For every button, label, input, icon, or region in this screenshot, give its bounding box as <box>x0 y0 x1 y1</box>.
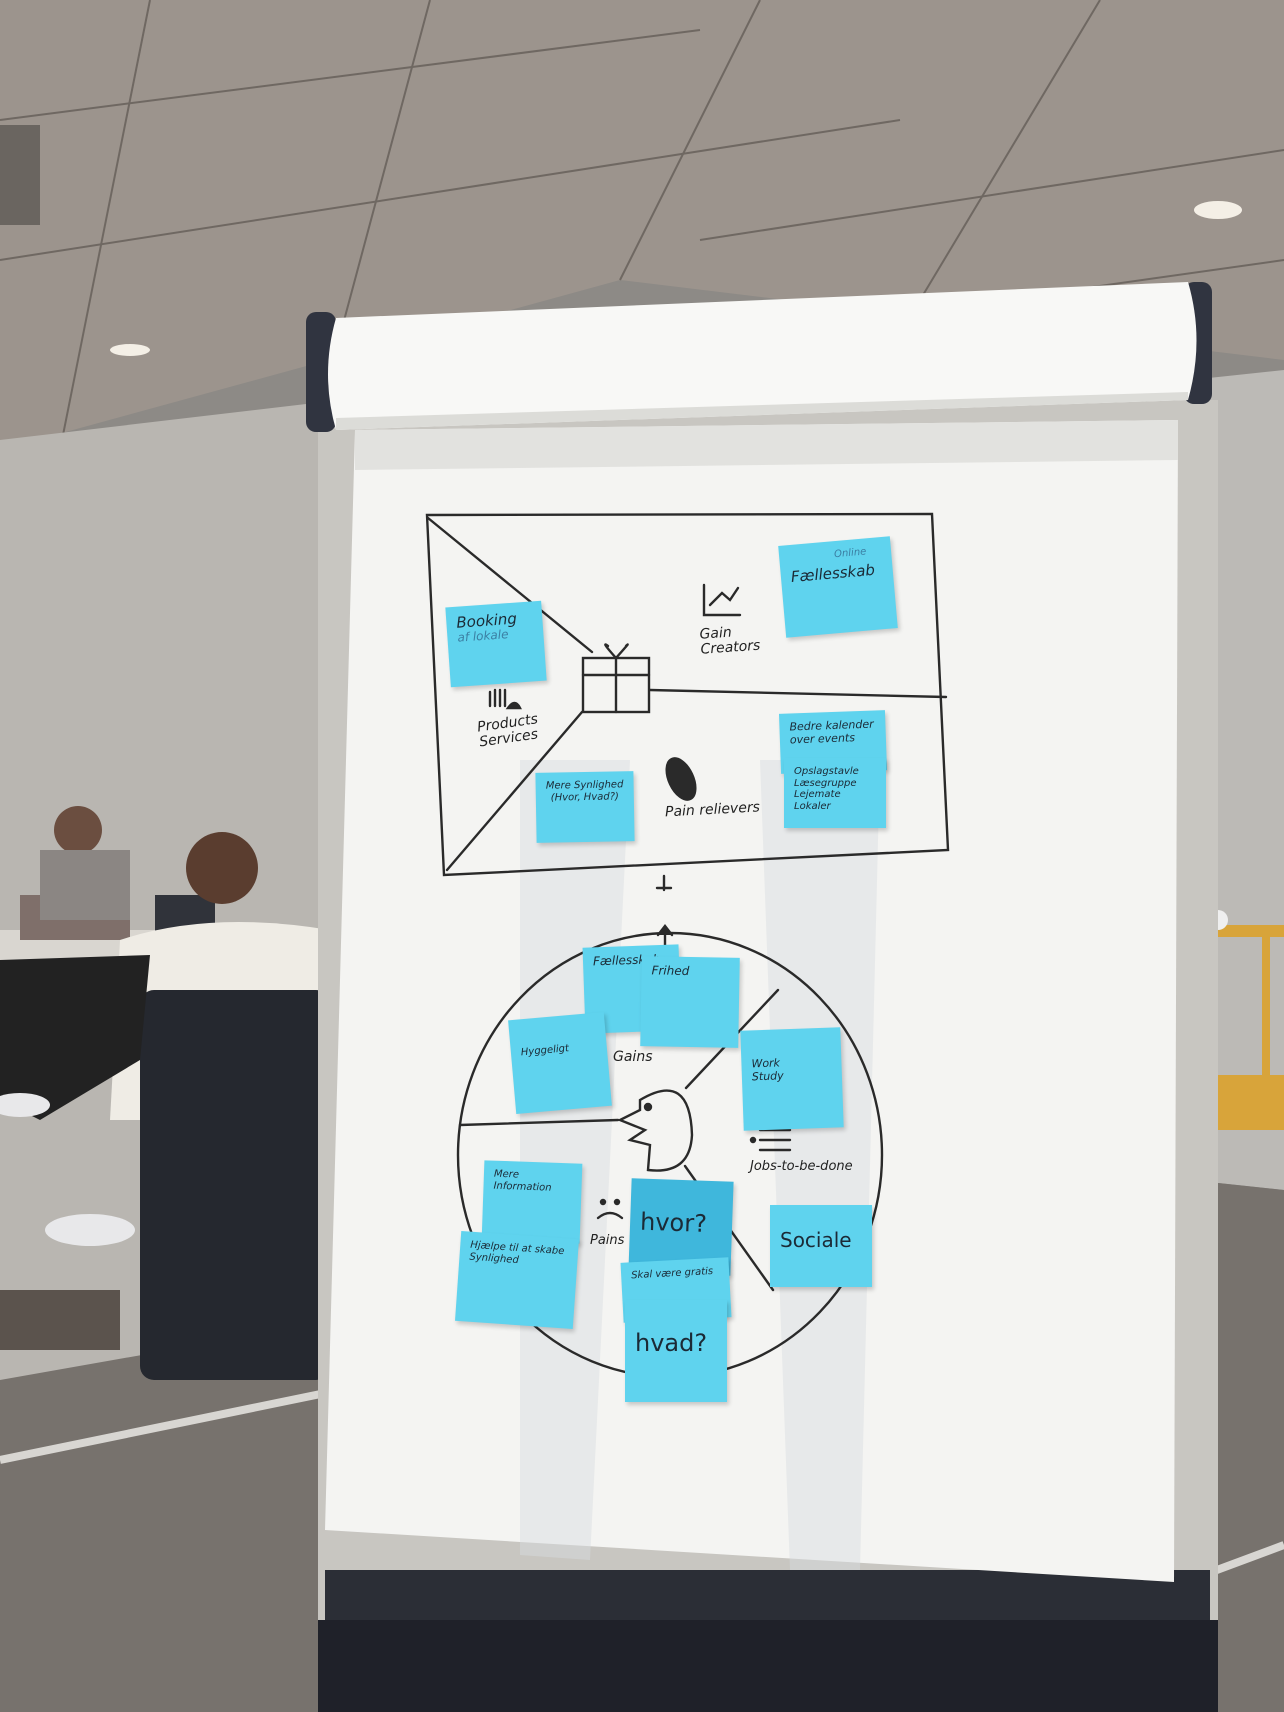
note-frihed-text: Frihed <box>651 963 690 978</box>
sticky-note-fallesskab: Online Fællesskab <box>778 536 898 638</box>
label-gain-creators: Gain Creators <box>699 624 761 658</box>
note-sociale-text: Sociale <box>780 1228 852 1252</box>
diagonal-bottom <box>445 710 584 872</box>
sticky-note-hjaelpe: Hjælpe til at skabe Synlighed <box>455 1230 579 1330</box>
label-jobs-to-be-done: Jobs-to-be-done <box>750 1159 853 1174</box>
note-opslagstavle-text: Opslagstavle Læsegruppe Lejemate Lokaler <box>794 766 859 812</box>
note-mere-info-text: Mere Information <box>493 1168 552 1194</box>
note-mere-synlighed-text: Mere Synlighed (Hvor, Hvad?) <box>545 779 624 804</box>
label-gains: Gains <box>613 1049 653 1065</box>
note-booking-sub: af lokale <box>456 627 509 645</box>
note-hygge-text: Hyggeligt <box>520 1043 570 1059</box>
horizontal-right <box>648 688 948 699</box>
note-bedre-kalender-text: Bedre kalender over events <box>789 717 874 747</box>
note-hjaelpe-text: Hjælpe til at skabe Synlighed <box>469 1239 565 1266</box>
pill-icon <box>665 757 697 801</box>
sticky-note-sociale: Sociale <box>770 1205 872 1287</box>
jobs-icon <box>758 1128 792 1152</box>
sticky-note-opslagstavle: Opslagstavle Læsegruppe Lejemate Lokaler <box>784 758 886 828</box>
note-skal-vaere-text: Skal være gratis <box>630 1266 714 1282</box>
note-fallesskab-sub: Online <box>833 546 867 561</box>
sticky-note-booking: Booking af lokale <box>445 600 547 688</box>
sticky-note-hvad: hvad? <box>625 1300 727 1402</box>
diagonal-top <box>426 516 594 654</box>
note-work-study-text: Work Study <box>751 1056 784 1084</box>
sticky-note-work-study: Work Study <box>740 1027 844 1131</box>
sticky-note-hygge: Hyggeligt <box>508 1011 612 1115</box>
sticky-note-mere-synlighed: Mere Synlighed (Hvor, Hvad?) <box>535 771 635 843</box>
products-icon <box>488 688 507 708</box>
sticky-note-mere-info: Mere Information <box>481 1160 583 1244</box>
sticky-note-frihed: Frihed <box>640 956 740 1048</box>
face-icon <box>617 1089 694 1172</box>
label-pains: Pains <box>590 1233 625 1248</box>
value-map-rectangle <box>425 512 950 877</box>
note-fallesskab-title: Fællesskab <box>790 560 876 586</box>
note-hvad-text: hvad? <box>635 1329 708 1357</box>
sad-face-icon <box>596 1211 624 1220</box>
chart-up-icon <box>702 583 742 617</box>
note-hvor-text: hvor? <box>639 1207 708 1238</box>
